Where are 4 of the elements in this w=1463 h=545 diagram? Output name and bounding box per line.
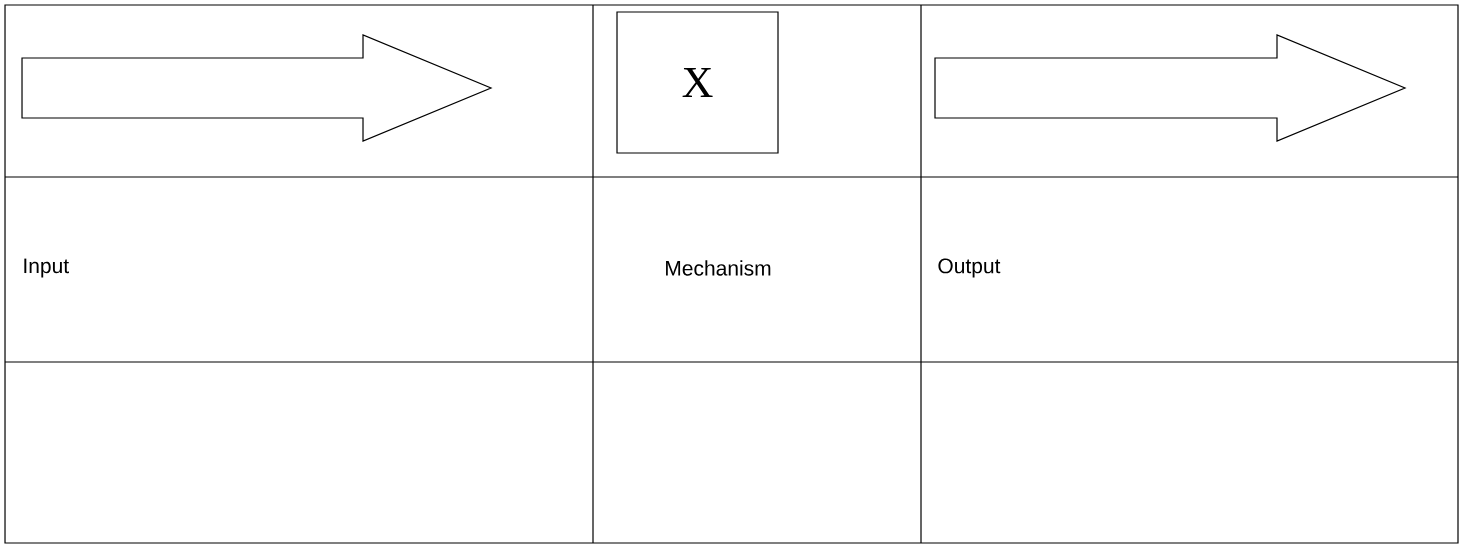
cell-text: Output xyxy=(938,258,1001,278)
cell-text: Input xyxy=(24,258,69,278)
mechanism-box: X xyxy=(616,11,779,154)
cell-text: Mechanism xyxy=(666,260,771,276)
